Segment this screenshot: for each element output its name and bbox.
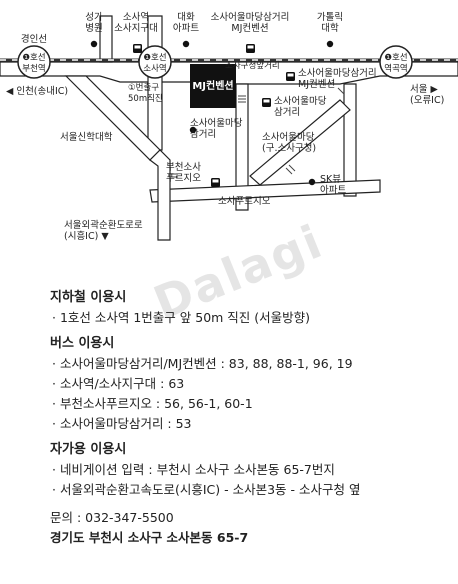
skview-label: SK뷰: [320, 174, 341, 185]
sosa-jigu-label-line: 소사지구대: [114, 23, 158, 34]
sosa-samgeori-label: 소사어울마당: [190, 118, 243, 129]
bus-title: 버스 이용시: [50, 336, 115, 351]
car-item: · 서울외곽순환고속도로(시흥IC) - 소사본3동 - 소사구청 옆: [52, 482, 361, 497]
sosa-samgeori-label-line: 삼거리: [190, 129, 216, 140]
svg-text:❶호선: ❶호선: [22, 53, 45, 63]
svg-text:◀ 인천(송내IC): ◀ 인천(송내IC): [6, 86, 68, 97]
svg-text:소사구청앞거리: 소사구청앞거리: [225, 60, 280, 71]
sosa-madang-right-label-line: 삼거리: [274, 107, 300, 118]
exit1-label: ①번출구: [128, 82, 159, 93]
svg-text:서울신학대학: 서울신학대학: [60, 132, 113, 143]
directions-panel: 지하철 이용시 · 1호선 소사역 1번출구 앞 50m 직진 (서울방향) 버…: [50, 282, 450, 548]
mj-bus-top-label-line: MJ컨벤션: [231, 23, 268, 34]
svg-text:❶호선: ❶호선: [384, 53, 407, 63]
bus-item: · 부천소사푸르지오 : 56, 56-1, 60-1: [52, 396, 253, 411]
incheon-label: ◀ 인천(송내IC): [6, 86, 68, 97]
mj-bus-right-label-line: MJ컨벤션: [298, 79, 335, 90]
svg-text:❶호선: ❶호선: [143, 53, 166, 63]
address: 경기도 부천시 소사구 소사본동 65-7: [50, 530, 249, 545]
car-item: · 네비게이션 입력 : 부천시 소사구 소사본동 65-7번지: [52, 462, 335, 477]
svg-text:소사역: 소사역: [143, 63, 166, 74]
svg-text:서울 ▶(오류IC): 서울 ▶(오류IC): [410, 84, 444, 106]
crosswalks: [170, 87, 345, 178]
sosa-jigu-label: 소사역: [123, 12, 149, 23]
bus-icons: [133, 44, 295, 187]
station-yeokgok: ❶호선 역곡역: [379, 45, 413, 79]
bus-item: · 소사역/소사지구대 : 63: [52, 376, 185, 391]
seoul-label: 서울 ▶: [410, 84, 438, 95]
bus-icon: [211, 178, 220, 187]
skview-label-line: 아파트: [320, 185, 346, 196]
beltway-road: [149, 149, 171, 241]
daehwa-label-line: 아파트: [173, 23, 199, 34]
seoul-label-line: (오류IC): [410, 95, 444, 106]
bucheon-pureu-label: 부천소사: [166, 162, 201, 173]
north-road: [99, 15, 113, 63]
landmark-dots: [90, 40, 334, 186]
bus-icon: [262, 98, 271, 107]
catholic-label-line: 대학: [321, 23, 339, 34]
mj-bus-right-label: 소사어울마당삼거리: [298, 68, 377, 79]
sosa-pureu-label: 소사푸르지오: [218, 196, 271, 207]
bus-item: · 소사어울마당삼거리/MJ컨벤션 : 83, 88, 88-1, 96, 19: [52, 356, 353, 371]
svg-text:소사어울마당삼거리: 소사어울마당삼거리: [274, 96, 327, 118]
bus-icon: [246, 44, 255, 53]
daehwa-label: 대화: [177, 12, 195, 23]
sosa-pureu-road: [149, 179, 381, 203]
svg-text:부천소사푸르지오: 부천소사푸르지오: [166, 162, 201, 184]
mj-bus-top-label: 소사어울마당삼거리: [211, 12, 290, 23]
east-vertical-road: [343, 83, 357, 197]
sosa-gucheong-road-label: 소사구청앞거리: [225, 60, 280, 71]
location-map: MJ컨벤션 ❶호선 부천역 경인선 ❶호선 소사역 ❶호선 역곡역: [0, 11, 458, 242]
bus-item: · 소사어울마당삼거리 : 53: [52, 416, 192, 431]
station-sosa: ❶호선 소사역: [138, 45, 172, 79]
svg-text:서울외곽순환도로로(시흥IC) ▼: 서울외곽순환도로로(시흥IC) ▼: [64, 219, 143, 242]
venue-label: MJ컨벤션: [192, 79, 233, 92]
station-bucheon: ❶호선 부천역 경인선: [17, 33, 51, 79]
catholic-label: 가톨릭: [317, 11, 343, 23]
road-network: [0, 15, 458, 241]
venue-block: [190, 64, 236, 108]
seoul-sinhak-label: 서울신학대학: [60, 132, 113, 143]
contact-phone: 문의 : 032-347-5500: [50, 510, 174, 525]
svg-text:소사어울마당(구.소사구청): 소사어울마당(구.소사구청): [262, 132, 316, 154]
bus-icon: [133, 44, 142, 53]
car-title: 자가용 이용시: [50, 442, 127, 457]
bucheon-pureu-label-line: 푸르지오: [166, 173, 201, 184]
sungga-label: 성가: [85, 12, 103, 23]
subway-item: · 1호선 소사역 1번출구 앞 50m 직진 (서울방향): [52, 310, 311, 325]
venue-vertical-road: [235, 83, 249, 211]
svg-text:소사어울마당삼거리: 소사어울마당삼거리: [190, 118, 243, 140]
sungga-label-line: 병원: [85, 23, 102, 34]
svg-text:부천역: 부천역: [22, 63, 45, 74]
subway-title: 지하철 이용시: [50, 290, 127, 305]
exit1-label-line: 50m직진: [128, 93, 163, 104]
gu-office-label-line: (구.소사구청): [262, 143, 316, 154]
gu-office-label: 소사어울마당: [262, 132, 315, 143]
beltway-label: 서울외곽순환도로로: [64, 219, 143, 231]
beltway-label-line: (시흥IC) ▼: [64, 230, 109, 242]
svg-text:경인선: 경인선: [21, 33, 47, 45]
bus-icon: [286, 72, 295, 81]
svg-text:역곡역: 역곡역: [384, 63, 407, 74]
sosa-madang-right-label: 소사어울마당: [274, 96, 327, 107]
svg-text:소사푸르지오: 소사푸르지오: [218, 196, 271, 207]
